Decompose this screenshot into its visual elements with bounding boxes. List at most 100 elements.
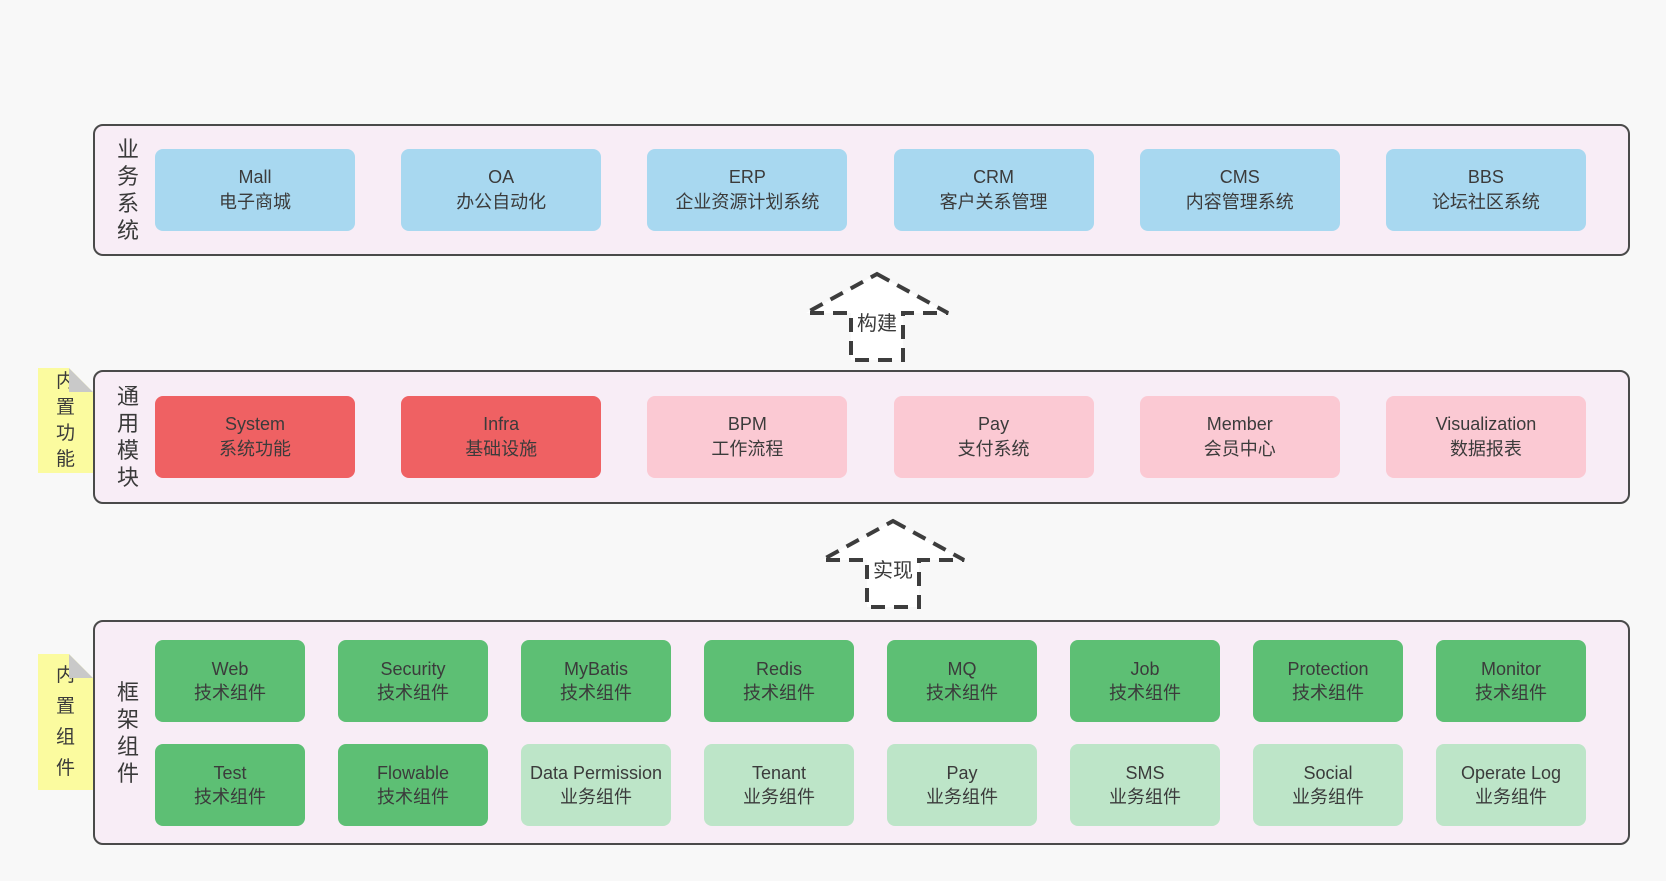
box-title: MQ: [947, 658, 977, 679]
box-title: Infra: [483, 414, 520, 434]
box-title: CMS: [1219, 167, 1260, 187]
band-label-common-modules: 通 用 模 块: [116, 384, 139, 490]
box-crm: CRM 客户关系管理: [893, 149, 1094, 231]
box-title: System: [224, 414, 285, 434]
box-title: Redis: [755, 658, 803, 679]
box-title: BPM: [727, 414, 767, 434]
band-business-systems: 业 务 系 统 Mall 电子商城 OA 办公自动化 ERP 企业资源计划系统 CRM 客户关…: [93, 124, 1630, 256]
band-row: System 系统功能 Infra 基础设施 BPM 工作流程 Pay 支付系统 Member 会…: [155, 396, 1586, 478]
arrow-up-dashed-icon: [805, 271, 949, 362]
box-web: Web 技术组件: [155, 639, 305, 722]
box-subtitle: 电子商城: [219, 192, 291, 212]
box-oa: OA 办公自动化: [401, 149, 602, 231]
box-subtitle: 技术组件: [560, 682, 632, 703]
box-subtitle: 内容管理系统: [1185, 192, 1294, 212]
arrow-implement-label: 实现: [873, 560, 913, 582]
box-title: Security: [380, 658, 446, 679]
box-title: Mall: [238, 167, 272, 187]
box-title: Visualization: [1435, 414, 1537, 434]
box-title: OA: [488, 167, 515, 187]
box-subtitle: 技术组件: [1292, 682, 1364, 703]
box-title: CRM: [973, 167, 1015, 187]
sticky-note-builtin-components-text: 内 置 组 件: [55, 665, 75, 779]
box-title: Web: [211, 658, 249, 679]
box-title: Job: [1130, 658, 1160, 679]
box-system: System 系统功能: [155, 396, 355, 478]
box-title: ERP: [728, 167, 766, 187]
box-subtitle: 技术组件: [743, 682, 815, 703]
box-subtitle: 客户关系管理: [939, 192, 1048, 212]
box-subtitle: 技术组件: [194, 682, 266, 703]
band-boxes-common-modules: System 系统功能 Infra 基础设施 BPM 工作流程 Pay 支付系统 Member 会…: [155, 396, 1586, 478]
box-title: BBS: [1467, 167, 1504, 187]
box-title: Pay: [946, 762, 978, 783]
box-infra: Infra 基础设施: [401, 396, 602, 478]
box-title: SMS: [1125, 762, 1165, 783]
box-subtitle: 业务组件: [926, 786, 998, 807]
box-tenant: Tenant 业务组件: [704, 743, 854, 826]
arrow-build: 构建: [802, 271, 952, 363]
box-subtitle: 会员中心: [1203, 439, 1276, 459]
sticky-note-builtin-components: 内 置 组 件: [38, 654, 93, 790]
box-job: Job 技术组件: [1070, 639, 1220, 722]
box-subtitle: 支付系统: [957, 439, 1030, 459]
box-member: Member 会员中心: [1139, 396, 1340, 478]
arrow-implement: 实现: [818, 518, 968, 610]
box-redis: Redis 技术组件: [704, 639, 854, 722]
box-subtitle: 业务组件: [1109, 786, 1181, 807]
box-subtitle: 技术组件: [377, 682, 449, 703]
box-subtitle: 技术组件: [194, 786, 266, 807]
box-subtitle: 基础设施: [465, 439, 538, 459]
box-title: Tenant: [751, 762, 807, 783]
box-subtitle: 技术组件: [1475, 682, 1547, 703]
box-sms: SMS 业务组件: [1070, 743, 1220, 826]
box-social: Social 业务组件: [1253, 743, 1403, 826]
box-title: MyBatis: [563, 658, 628, 679]
box-monitor: Monitor 技术组件: [1436, 639, 1586, 722]
box-title: Monitor: [1480, 658, 1542, 679]
band-label-business-systems: 业 务 系 统: [116, 137, 139, 243]
box-subtitle: 业务组件: [560, 786, 632, 807]
box-mall: Mall 电子商城: [155, 149, 355, 231]
box-cms: CMS 内容管理系统: [1139, 149, 1340, 231]
box-subtitle: 系统功能: [219, 439, 291, 459]
box-subtitle: 企业资源计划系统: [675, 192, 820, 212]
band-row: Mall 电子商城 OA 办公自动化 ERP 企业资源计划系统 CRM 客户关系管理 CMS 内容…: [155, 149, 1586, 231]
box-bpm: BPM 工作流程: [647, 396, 848, 478]
sticky-note-builtin-features: 内 置 功 能: [38, 368, 93, 473]
box-security: Security 技术组件: [338, 639, 488, 722]
box-title: Pay: [978, 414, 1010, 434]
box-title: Member: [1206, 414, 1273, 434]
box-subtitle: 业务组件: [1292, 786, 1364, 807]
box-subtitle: 技术组件: [377, 786, 449, 807]
box-subtitle: 业务组件: [1475, 786, 1547, 807]
box-subtitle: 工作流程: [711, 439, 784, 459]
box-title: Flowable: [376, 762, 450, 783]
box-title: Operate Log: [1460, 762, 1562, 783]
band-label-framework-components: 框 架 组 件: [116, 679, 139, 786]
box-subtitle: 技术组件: [926, 682, 998, 703]
box-pay: Pay 支付系统: [893, 396, 1094, 478]
arrow-build-label: 构建: [857, 313, 897, 335]
band-boxes-business-systems: Mall 电子商城 OA 办公自动化 ERP 企业资源计划系统 CRM 客户关系管理 CMS 内容…: [155, 149, 1586, 231]
arrow-up-dashed-icon: [821, 518, 965, 609]
box-erp: ERP 企业资源计划系统: [647, 149, 848, 231]
box-subtitle: 办公自动化: [456, 192, 547, 212]
box-title: Social: [1303, 762, 1353, 783]
box-flowable: Flowable 技术组件: [338, 743, 488, 826]
box-subtitle: 业务组件: [743, 786, 815, 807]
box-pay: Pay 业务组件: [887, 743, 1037, 826]
box-mybatis: MyBatis 技术组件: [521, 639, 671, 722]
band-common-modules: 通 用 模 块 System 系统功能 Infra 基础设施 BPM 工作流程 Pay 支付系…: [93, 370, 1630, 504]
box-subtitle: 技术组件: [1109, 682, 1181, 703]
